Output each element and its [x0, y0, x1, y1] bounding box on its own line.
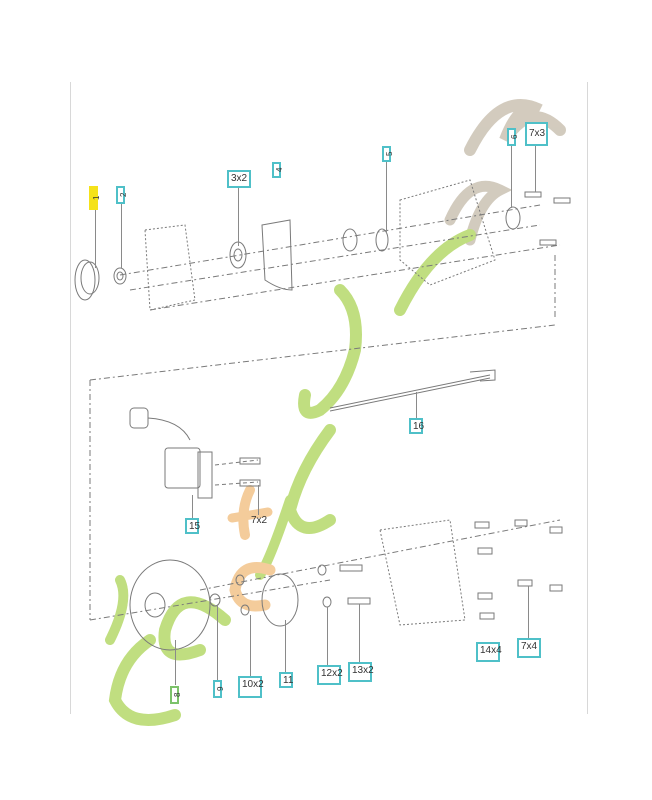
callout-14x4: 14x4 [476, 642, 502, 662]
leader-6 [511, 146, 512, 208]
leader-9 [217, 606, 218, 681]
leader-1 [95, 208, 96, 268]
leader-2 [121, 203, 122, 268]
callout-2: 2 [116, 186, 128, 204]
callout-3x2: 3x2 [227, 170, 251, 188]
callout-12x2: 12x2 [317, 665, 343, 685]
callout-7x4: 7x4 [517, 638, 541, 658]
leader-5 [386, 162, 387, 232]
callout-8: 8 [170, 686, 182, 704]
leader-16 [416, 392, 417, 420]
leader-3 [238, 188, 239, 246]
leader-7c [528, 586, 529, 638]
callout-1: 1 [89, 186, 101, 210]
callout-16: 16 [409, 418, 424, 434]
callout-7x2: 7x2 [250, 515, 268, 526]
leader-7a [535, 146, 536, 192]
leader-10 [250, 615, 251, 677]
leader-13 [359, 604, 360, 664]
callout-6: 6 [507, 128, 519, 146]
leader-8 [175, 640, 176, 685]
frame-right [587, 82, 588, 714]
callout-4: 4 [272, 162, 284, 178]
callout-9: 9 [213, 680, 225, 698]
frame-left [70, 82, 71, 714]
callout-5: 5 [382, 146, 394, 162]
callout-13x2: 13x2 [348, 662, 374, 682]
leader-11 [285, 620, 286, 672]
leader-15 [192, 495, 193, 520]
callout-11: 11 [279, 672, 293, 688]
callout-10x2: 10x2 [238, 676, 264, 698]
callout-15: 15 [185, 518, 200, 534]
callout-7x3: 7x3 [525, 122, 548, 146]
leader-7b [258, 485, 259, 515]
leader-12 [327, 607, 328, 667]
